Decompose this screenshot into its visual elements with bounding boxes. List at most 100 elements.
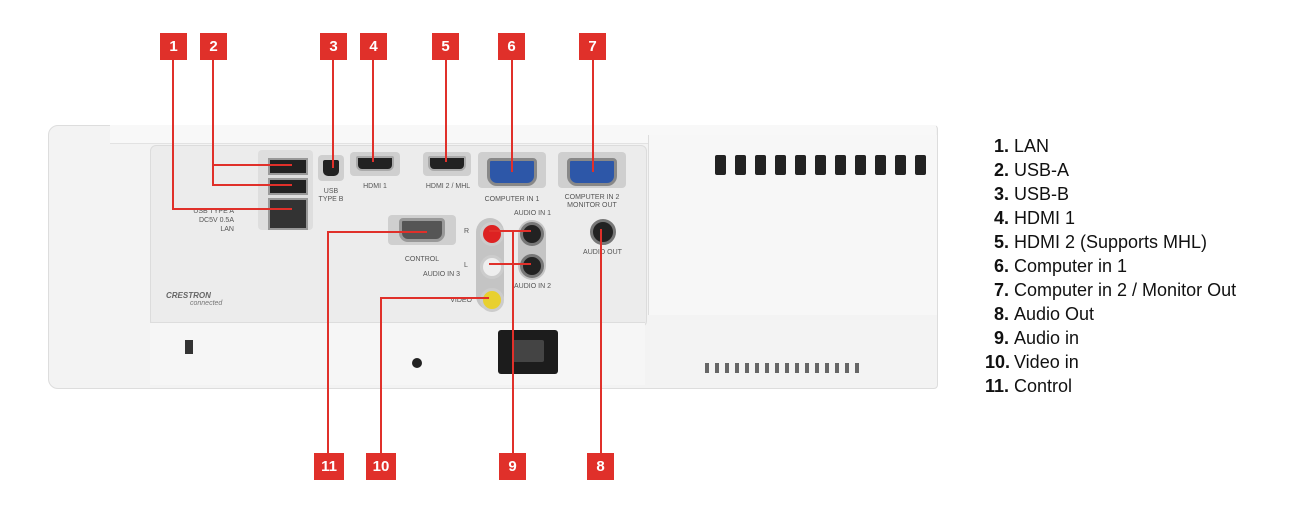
leader-line-9b (489, 263, 531, 265)
screw-hole (412, 358, 422, 368)
vent-slot-small (725, 363, 729, 373)
r-label: R (464, 228, 470, 235)
legend-item: 6.Computer in 1 (985, 254, 1236, 278)
callout-6: 6 (498, 33, 525, 60)
vent-slot-small (845, 363, 849, 373)
vent-slot-small (785, 363, 789, 373)
leader-line-10h (380, 297, 489, 299)
legend-label: Computer in 2 / Monitor Out (1014, 280, 1237, 300)
leader-line-2a (212, 164, 292, 166)
usb-b-port (323, 160, 339, 176)
control-label: CONTROL (404, 256, 440, 263)
dc-label: DC5V 0.5A (198, 217, 234, 224)
legend-label: USB-B (1014, 184, 1070, 204)
leader-line-2b (212, 184, 292, 186)
audio-out-jack (590, 219, 616, 245)
security-slot (185, 340, 193, 354)
audio-in3-r-jack (480, 222, 504, 246)
hdmi2-label: HDMI 2 / MHL (425, 183, 471, 190)
legend-number: 9. (993, 328, 1009, 348)
legend-label: Control (1014, 376, 1073, 396)
leader-line-10 (380, 297, 382, 453)
vent-slot-small (735, 363, 739, 373)
legend-label: HDMI 2 (Supports MHL) (1014, 232, 1208, 252)
control-port (399, 218, 445, 242)
audio-in1-label: AUDIO IN 1 (514, 210, 551, 217)
legend-item: 2.USB-A (985, 158, 1236, 182)
callout-7: 7 (579, 33, 606, 60)
legend-number: 5. (993, 232, 1009, 252)
hdmi1-port (356, 156, 394, 171)
leader-line-6 (511, 60, 513, 172)
vent-slot-small (745, 363, 749, 373)
vent-slot (735, 155, 746, 175)
usb-a-port-2 (268, 178, 308, 195)
legend-label: USB-A (1014, 160, 1070, 180)
legend-number: 4. (993, 208, 1009, 228)
vent-slot (795, 155, 806, 175)
vent-slot-small (815, 363, 819, 373)
usb-b-label-2: TYPE B (318, 196, 344, 203)
legend-label: Audio in (1014, 328, 1080, 348)
monitor-out-label: MONITOR OUT (567, 202, 617, 209)
callout-10: 10 (366, 453, 396, 480)
legend-item: 4.HDMI 1 (985, 206, 1236, 230)
legend-number: 11. (985, 376, 1010, 396)
legend-number: 3. (993, 184, 1009, 204)
legend-label: Video in (1014, 352, 1079, 372)
audio-in1-jack (520, 222, 544, 246)
vent-slot (775, 155, 786, 175)
legend-item: 9.Audio in (985, 326, 1236, 350)
callout-9: 9 (499, 453, 526, 480)
crestron-logo: CRESTRON (166, 291, 211, 300)
hdmi1-label: HDMI 1 (363, 183, 387, 190)
vent-slot (915, 155, 926, 175)
usb-a-port-1 (268, 158, 308, 175)
leader-line-1h (172, 208, 292, 210)
leader-line-1 (172, 60, 174, 210)
vent-slot-small (825, 363, 829, 373)
callout-8: 8 (587, 453, 614, 480)
vent-slot-small (715, 363, 719, 373)
vent-slot-small (755, 363, 759, 373)
legend-label: LAN (1014, 136, 1050, 156)
hdmi2-port (428, 156, 466, 171)
legend-label: Audio Out (1014, 304, 1095, 324)
video-label: VIDEO (450, 297, 472, 304)
vent-slot (895, 155, 906, 175)
vent-slot (835, 155, 846, 175)
leader-line-4 (372, 60, 374, 162)
vent-slot-small (855, 363, 859, 373)
crestron-connected-text: connected (190, 300, 223, 307)
vent-section (648, 135, 937, 373)
legend-number: 10. (985, 352, 1011, 372)
audio-out-label: AUDIO OUT (583, 249, 622, 256)
legend-item: 7.Computer in 2 / Monitor Out (985, 278, 1236, 302)
callout-5: 5 (432, 33, 459, 60)
leader-line-2 (212, 60, 214, 186)
video-jack (480, 288, 504, 312)
legend-item: 10.Video in (985, 350, 1236, 374)
power-inlet (498, 330, 558, 374)
callout-2: 2 (200, 33, 227, 60)
vent-slot (715, 155, 726, 175)
vent-slot-small (805, 363, 809, 373)
audio-in2-jack (520, 254, 544, 278)
vent-slot (875, 155, 886, 175)
leader-line-11h (327, 231, 427, 233)
callout-1: 1 (160, 33, 187, 60)
leader-line-9a (489, 230, 531, 232)
legend-number: 2. (993, 160, 1009, 180)
legend-number: 8. (993, 304, 1009, 324)
legend-item: 5.HDMI 2 (Supports MHL) (985, 230, 1236, 254)
legend-item: 1.LAN (985, 134, 1236, 158)
callout-3: 3 (320, 33, 347, 60)
lan-label: LAN (220, 226, 234, 233)
leader-line-8 (600, 229, 602, 453)
legend-number: 6. (993, 256, 1009, 276)
legend-label: HDMI 1 (1014, 208, 1076, 228)
computer-in2-label: COMPUTER IN 2 (564, 194, 620, 201)
vent-slot (855, 155, 866, 175)
legend-item: 11.Control (985, 374, 1236, 398)
